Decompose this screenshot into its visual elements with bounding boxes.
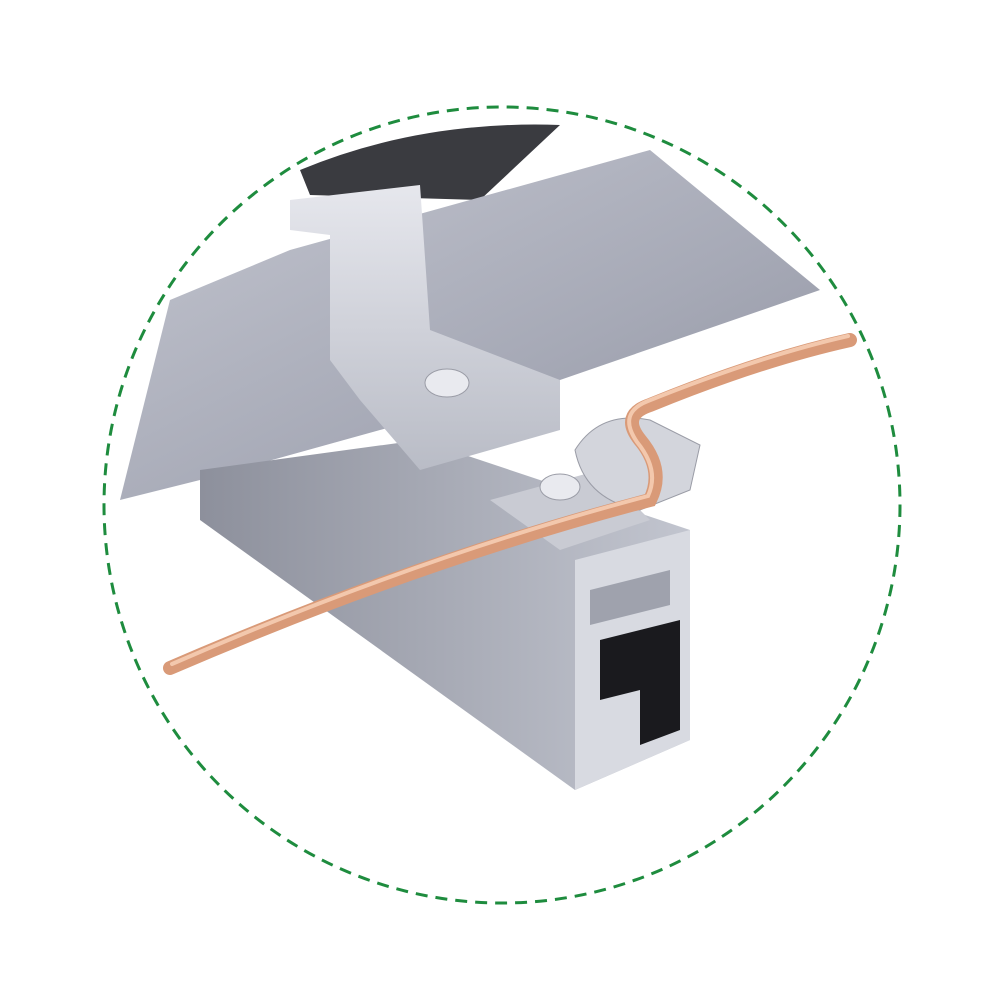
clamp-bolt [424, 368, 470, 398]
copper-grounding-wire [163, 333, 857, 675]
wire-clip [574, 417, 701, 511]
end-clamp [290, 185, 560, 470]
dashed-circle-frame [102, 105, 902, 905]
dark-panel-edge [300, 124, 560, 200]
rail-upper-slot [590, 570, 670, 625]
lug-bolt [539, 473, 581, 501]
copper-wire-highlight [170, 334, 850, 666]
render-scene [120, 124, 857, 790]
solar-panel [120, 150, 820, 500]
rail-cavity [600, 620, 680, 745]
